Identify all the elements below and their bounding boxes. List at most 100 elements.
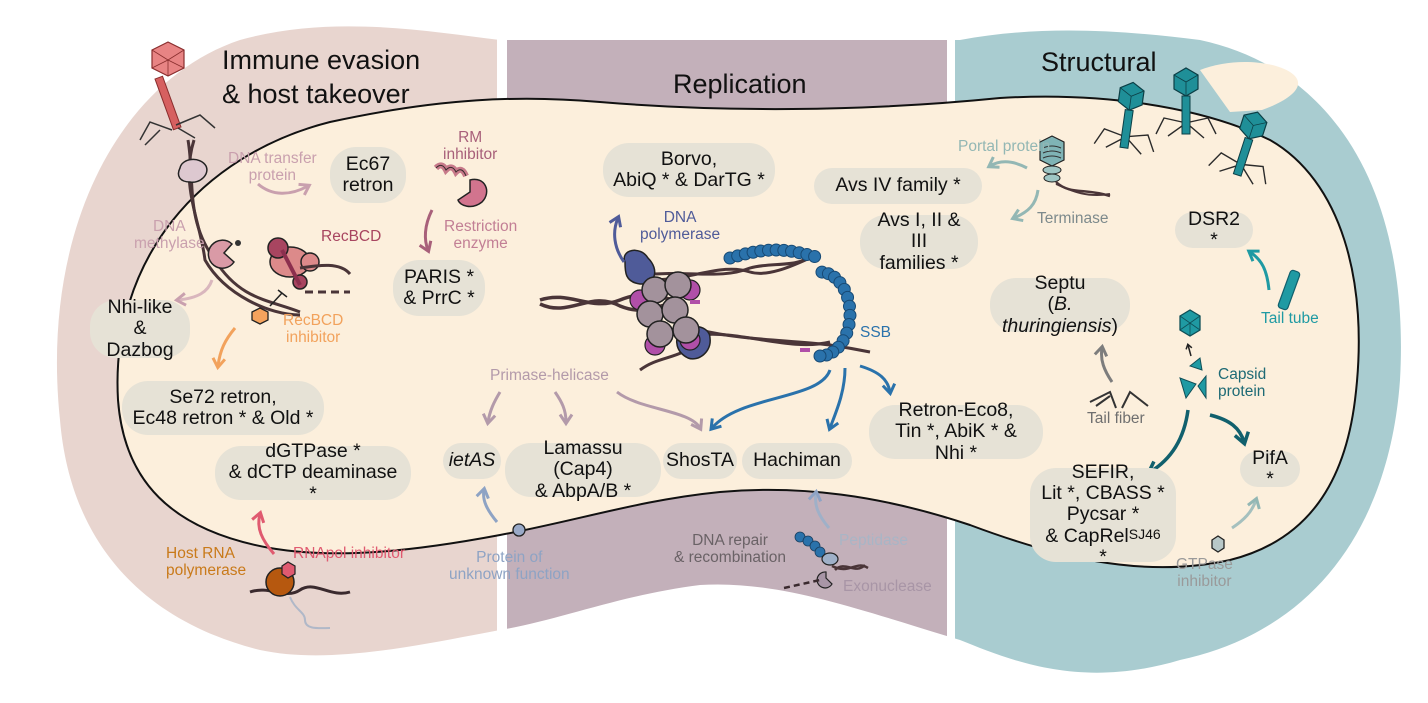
text: retron [342, 174, 394, 196]
phage-red-icon [139, 41, 216, 146]
text: DNA repair [692, 532, 768, 549]
defense-avs-iv-family: Avs IV family * [814, 168, 982, 204]
label-tail-fiber: Tail fiber [1087, 410, 1145, 427]
ssb-beads-icon [723, 243, 857, 363]
text: Septu [1034, 272, 1086, 295]
label-recbcd: RecBCD [321, 228, 382, 245]
text: Avs I, II & III [877, 209, 961, 253]
capsid-protein-icon [1179, 357, 1207, 400]
label-tail-tube: Tail tube [1261, 310, 1319, 327]
text: DNA [663, 209, 697, 226]
text: Host RNA [166, 545, 235, 562]
text: SEFIR, [1071, 461, 1135, 484]
rna-transcript-icon [289, 596, 331, 630]
defense-retron-eco8-tin-abik-nhi: Retron-Eco8,Tin *, AbiK * & Nhi * [869, 400, 1043, 463]
text: Lamassu (Cap4) [543, 437, 623, 481]
label-dna-methylase: DNA methylase [134, 218, 205, 253]
arrow-portal-to-avs-iv [986, 156, 1028, 170]
portal-terminase-icon [1039, 135, 1111, 198]
defense-lamassu-abpab: Lamassu (Cap4)& AbpA/B * [505, 438, 661, 501]
text: inhibitor [1177, 573, 1232, 591]
text: GTPase [1176, 556, 1233, 573]
text: & CapRel [1045, 524, 1129, 547]
section-title-immune: Immune evasion & host takeover [222, 44, 420, 112]
text: families * [879, 251, 959, 274]
arrow-primase-to-lamassu [553, 391, 574, 427]
arrow-unknown-to-ietas [475, 485, 499, 523]
text: inhibitor [443, 146, 498, 164]
recbcd-inhibitor-icon [251, 307, 269, 325]
text: RM [458, 129, 483, 146]
label-dna-transfer-protein: DNA transfer protein [228, 150, 317, 185]
defense-shosta: ShosTA [663, 443, 737, 479]
arrow-terminase-to-avs-i-iii [1010, 189, 1040, 223]
ssb-bead [813, 349, 827, 363]
section-title-replication: Replication [673, 69, 807, 99]
teal-phage-icon [1208, 111, 1268, 185]
arrow-rnapol-to-dgtpase [251, 509, 276, 555]
label-protein-unknown-function: Protein of unknown function [449, 549, 570, 584]
text: unknown function [449, 566, 570, 584]
bacterial-cell [116, 95, 1360, 569]
text: Lit *, CBASS * [1041, 482, 1165, 505]
text: Retron-Eco8, [898, 399, 1014, 422]
text: Borvo, [660, 147, 718, 170]
immune-title-line1: Immune evasion [222, 45, 421, 75]
label-rnapol-inhibitor: RNApol inhibitor [293, 545, 405, 562]
label-terminase: Terminase [1037, 210, 1109, 227]
label-recbcd-inhibitor: RecBCD inhibitor [283, 312, 343, 347]
label-peptidase: Peptidase [839, 532, 908, 549]
arrow-restriction-to-paris [418, 209, 434, 254]
label-primase-helicase: Primase-helicase [490, 367, 609, 384]
arrow-capsid-assembly [1185, 342, 1193, 357]
text: dGTPase * [265, 440, 361, 463]
host-dna-icon [249, 585, 351, 596]
tail-tube-icon [1277, 269, 1301, 311]
defense-borvo-abiq-dartg: Borvo,AbiQ * & DarTG * [603, 143, 775, 197]
arrow-methylase-to-nhi [173, 279, 214, 307]
defense-pifa: PifA * [1240, 447, 1300, 490]
text: polymerase [640, 226, 721, 244]
teal-phages-icon [1093, 67, 1268, 185]
label-host-rna-polymerase: Host RNA polymerase [166, 545, 246, 580]
defense-dgtpase-dctp-deaminase: dGTPase *& dCTP deaminase * [215, 441, 411, 504]
arrow-tailfiber-to-septu [1093, 343, 1114, 383]
teal-phage-icon [1155, 67, 1217, 139]
text: enzyme [453, 235, 508, 253]
defense-septu: Septu(B. thuringiensis) [990, 273, 1130, 336]
defense-ietas: ietAS [443, 443, 501, 479]
text: Capsid [1218, 366, 1267, 383]
text: & Dazbog [106, 317, 174, 361]
ssb-bead [808, 250, 822, 264]
label-dna-repair-recombination: DNA repair & recombination [674, 532, 786, 567]
superscript: SJ46 [1128, 525, 1161, 542]
unknown-protein-icon [512, 523, 526, 537]
text: inhibitor [286, 329, 341, 347]
gtpase-inhibitor-icon [1211, 535, 1225, 553]
arrow-ssb-to-retron-eco8 [859, 364, 897, 397]
label-gtpase-inhibitor: GTPase inhibitor [1176, 556, 1233, 591]
dna-methylase-icon [207, 239, 235, 269]
label-exonuclease: Exonuclease [843, 578, 932, 595]
dna-transfer-protein-icon [177, 158, 208, 183]
text: & recombination [674, 549, 787, 567]
label-portal-protein: Portal protein [958, 138, 1051, 155]
tail-fiber-icon [1089, 390, 1149, 409]
text: protein [248, 167, 297, 185]
text: & AbpA/B * [534, 479, 632, 502]
text: methylase [134, 235, 205, 253]
text: Ec67 [345, 152, 391, 175]
restriction-enzyme-icon [457, 178, 488, 208]
arrow-gtpase-to-pifa [1231, 496, 1261, 530]
arrow-primase-to-ietas [481, 391, 502, 427]
defense-nhi-like-dazbog: Nhi-like& Dazbog [90, 297, 190, 361]
text: Protein of [476, 549, 543, 566]
text: & dCTP deaminase * [228, 461, 398, 505]
arrow-primase-to-shosta [616, 390, 704, 432]
defense-dsr2: DSR2 * [1175, 208, 1253, 251]
text: Restriction [444, 218, 518, 235]
